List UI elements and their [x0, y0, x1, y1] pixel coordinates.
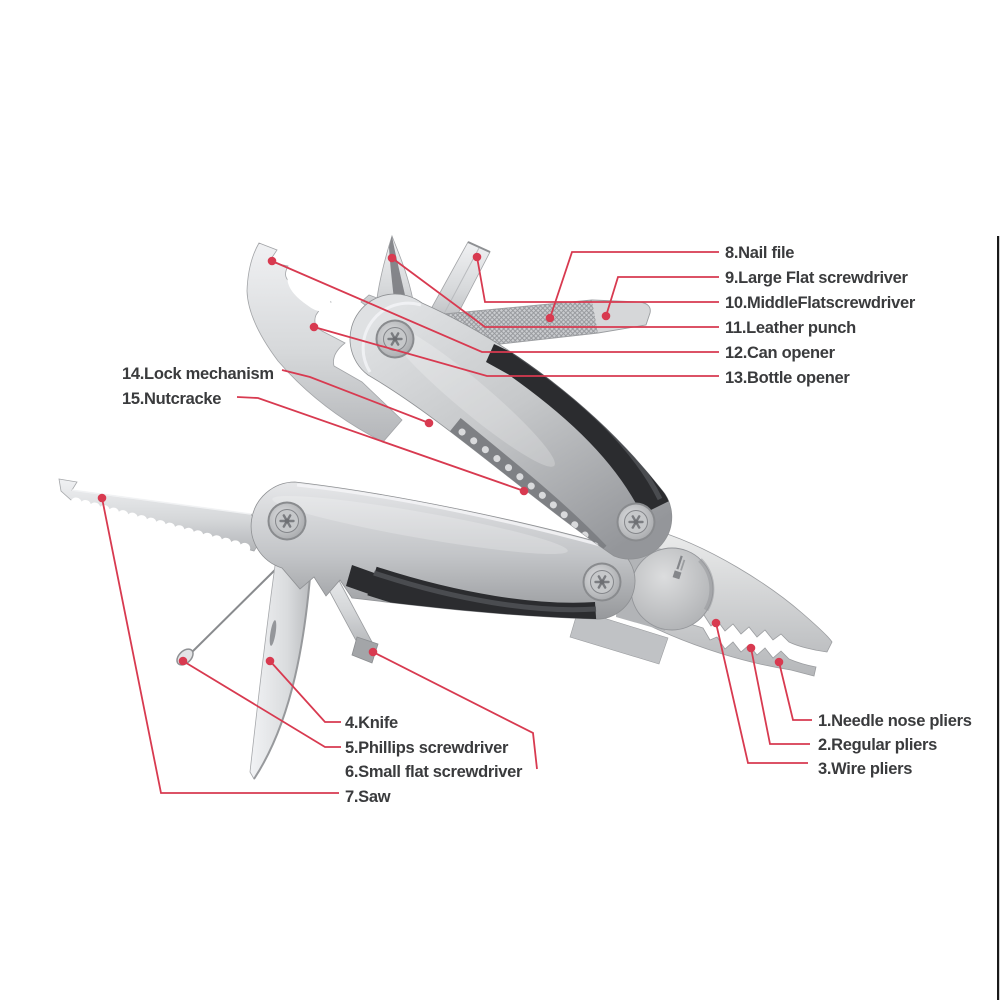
callout-dot-13	[309, 322, 319, 332]
callout-label-9: 9.Large Flat screwdriver	[725, 269, 908, 287]
callout-line-15	[236, 396, 525, 492]
callout-label-14: 14.Lock mechanism	[122, 365, 274, 383]
callout-dot-7	[97, 493, 107, 503]
callout-line-8	[549, 251, 719, 319]
knife-blade	[249, 550, 313, 780]
callout-dot-15	[519, 486, 529, 496]
callout-label-12: 12.Can opener	[725, 344, 835, 362]
callout-line-4	[269, 660, 341, 723]
pivot-screw-upper-handle	[615, 501, 657, 543]
phillips-screwdriver	[176, 551, 294, 666]
pliers-head	[569, 527, 833, 677]
callout-line-11	[391, 257, 719, 328]
callout-line-7	[101, 497, 339, 794]
callout-label-1: 1.Needle nose pliers	[818, 712, 972, 730]
callout-label-3: 3.Wire pliers	[818, 760, 913, 778]
pliers-lower-tang	[569, 609, 669, 665]
callout-label-6: 6.Small flat screwdriver	[345, 763, 523, 781]
callout-label-15: 15.Nutcracke	[122, 390, 222, 408]
callout-dot-10	[472, 252, 482, 262]
callout-label-13: 13.Bottle opener	[725, 369, 850, 387]
page-edge-line	[997, 236, 1000, 1000]
callout-dot-1	[774, 657, 784, 667]
callout-dot-8	[545, 313, 555, 323]
callout-label-7: 7.Saw	[345, 788, 391, 806]
callout-line-6	[372, 651, 538, 770]
pivot-screw-lower-left	[266, 500, 308, 542]
callout-label-10: 10.MiddleFlatscrewdriver	[725, 294, 915, 312]
callout-label-4: 4.Knife	[345, 714, 398, 732]
callout-dot-14	[424, 418, 434, 428]
callout-dot-6	[368, 647, 378, 657]
callout-line-3	[715, 622, 808, 764]
callout-dot-11	[387, 253, 397, 263]
callout-dot-2	[746, 643, 756, 653]
pivot-screw-top	[374, 318, 416, 360]
callout-label-11: 11.Leather punch	[725, 319, 856, 337]
callout-dot-3	[711, 618, 721, 628]
callout-lines	[97, 251, 812, 794]
lower-handle	[250, 481, 636, 620]
pivot-screw-lower-handle	[581, 561, 623, 603]
callout-dot-4	[265, 656, 275, 666]
callout-line-14	[281, 369, 430, 424]
callout-label-8: 8.Nail file	[725, 244, 795, 262]
upper-grip-inlay	[510, 348, 672, 515]
callout-line-9	[605, 276, 719, 317]
callout-dot-9	[601, 311, 611, 321]
knife-nail-nick	[269, 620, 277, 646]
callout-dot-12	[267, 256, 277, 266]
can-bottle-opener-tool	[246, 242, 403, 443]
callout-line-5	[182, 660, 341, 748]
callout-line-12	[271, 260, 719, 353]
lower-grip-inlay	[367, 566, 597, 620]
brand-engraving	[672, 555, 686, 580]
callout-label-2: 2.Regular pliers	[818, 736, 937, 754]
middle-flat-screwdriver-tool	[425, 241, 491, 332]
saw-blade	[58, 478, 265, 555]
callout-dot-5	[178, 656, 188, 666]
callout-line-2	[750, 647, 810, 745]
callout-line-13	[313, 326, 719, 377]
callout-line-1	[778, 661, 812, 721]
callout-label-5: 5.Phillips screwdriver	[345, 739, 509, 757]
callout-line-10	[476, 256, 719, 303]
